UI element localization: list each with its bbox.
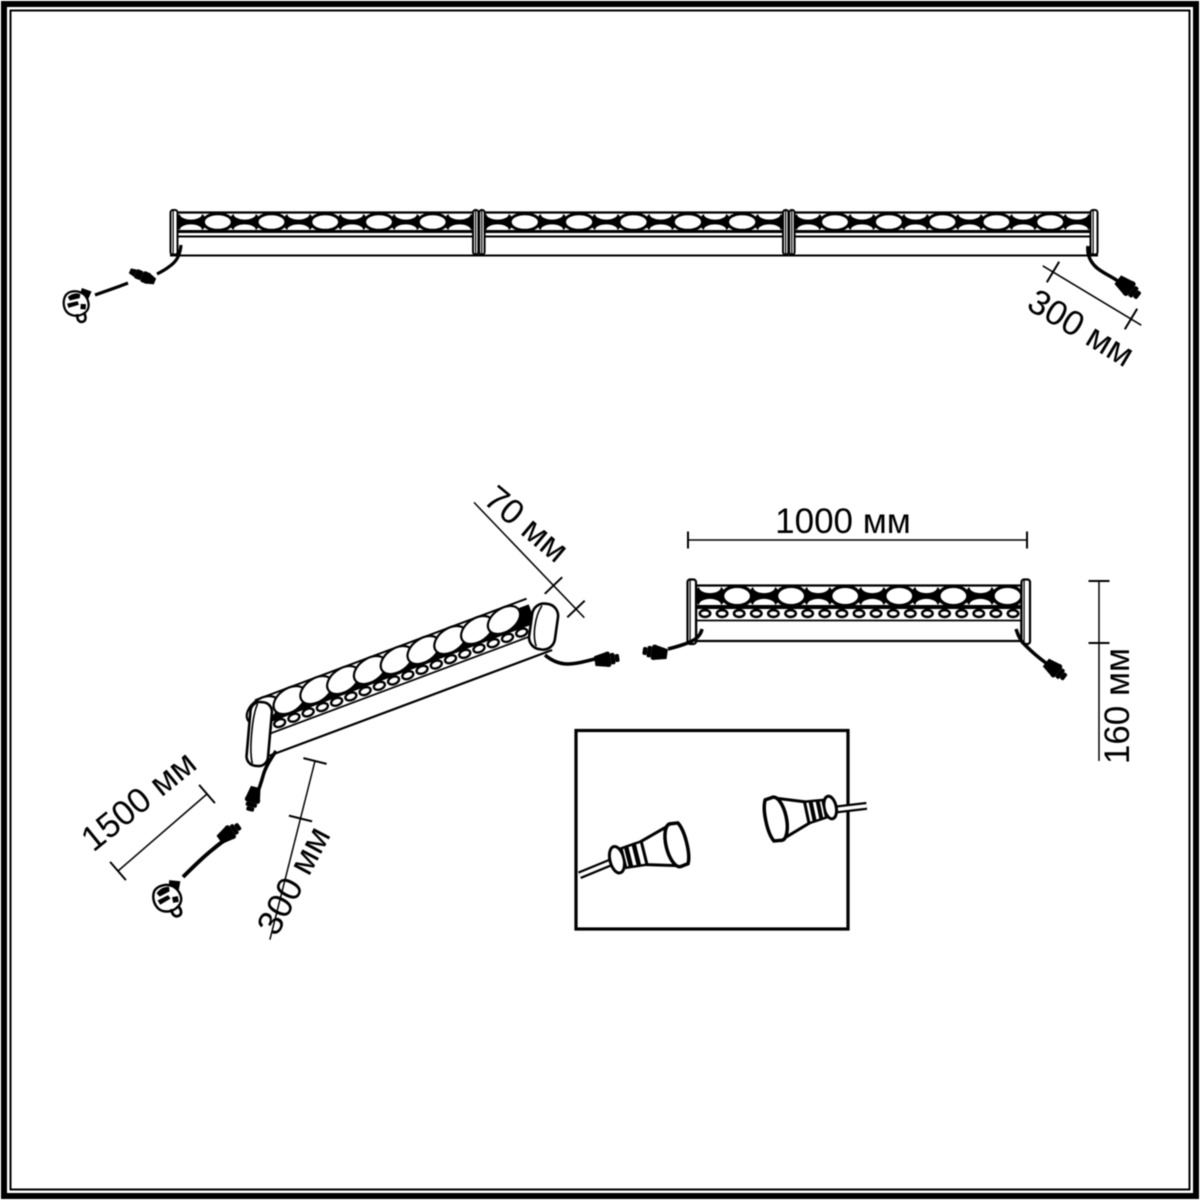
svg-text:160 мм: 160 мм xyxy=(1098,648,1137,764)
svg-text:1000 мм: 1000 мм xyxy=(775,502,911,541)
